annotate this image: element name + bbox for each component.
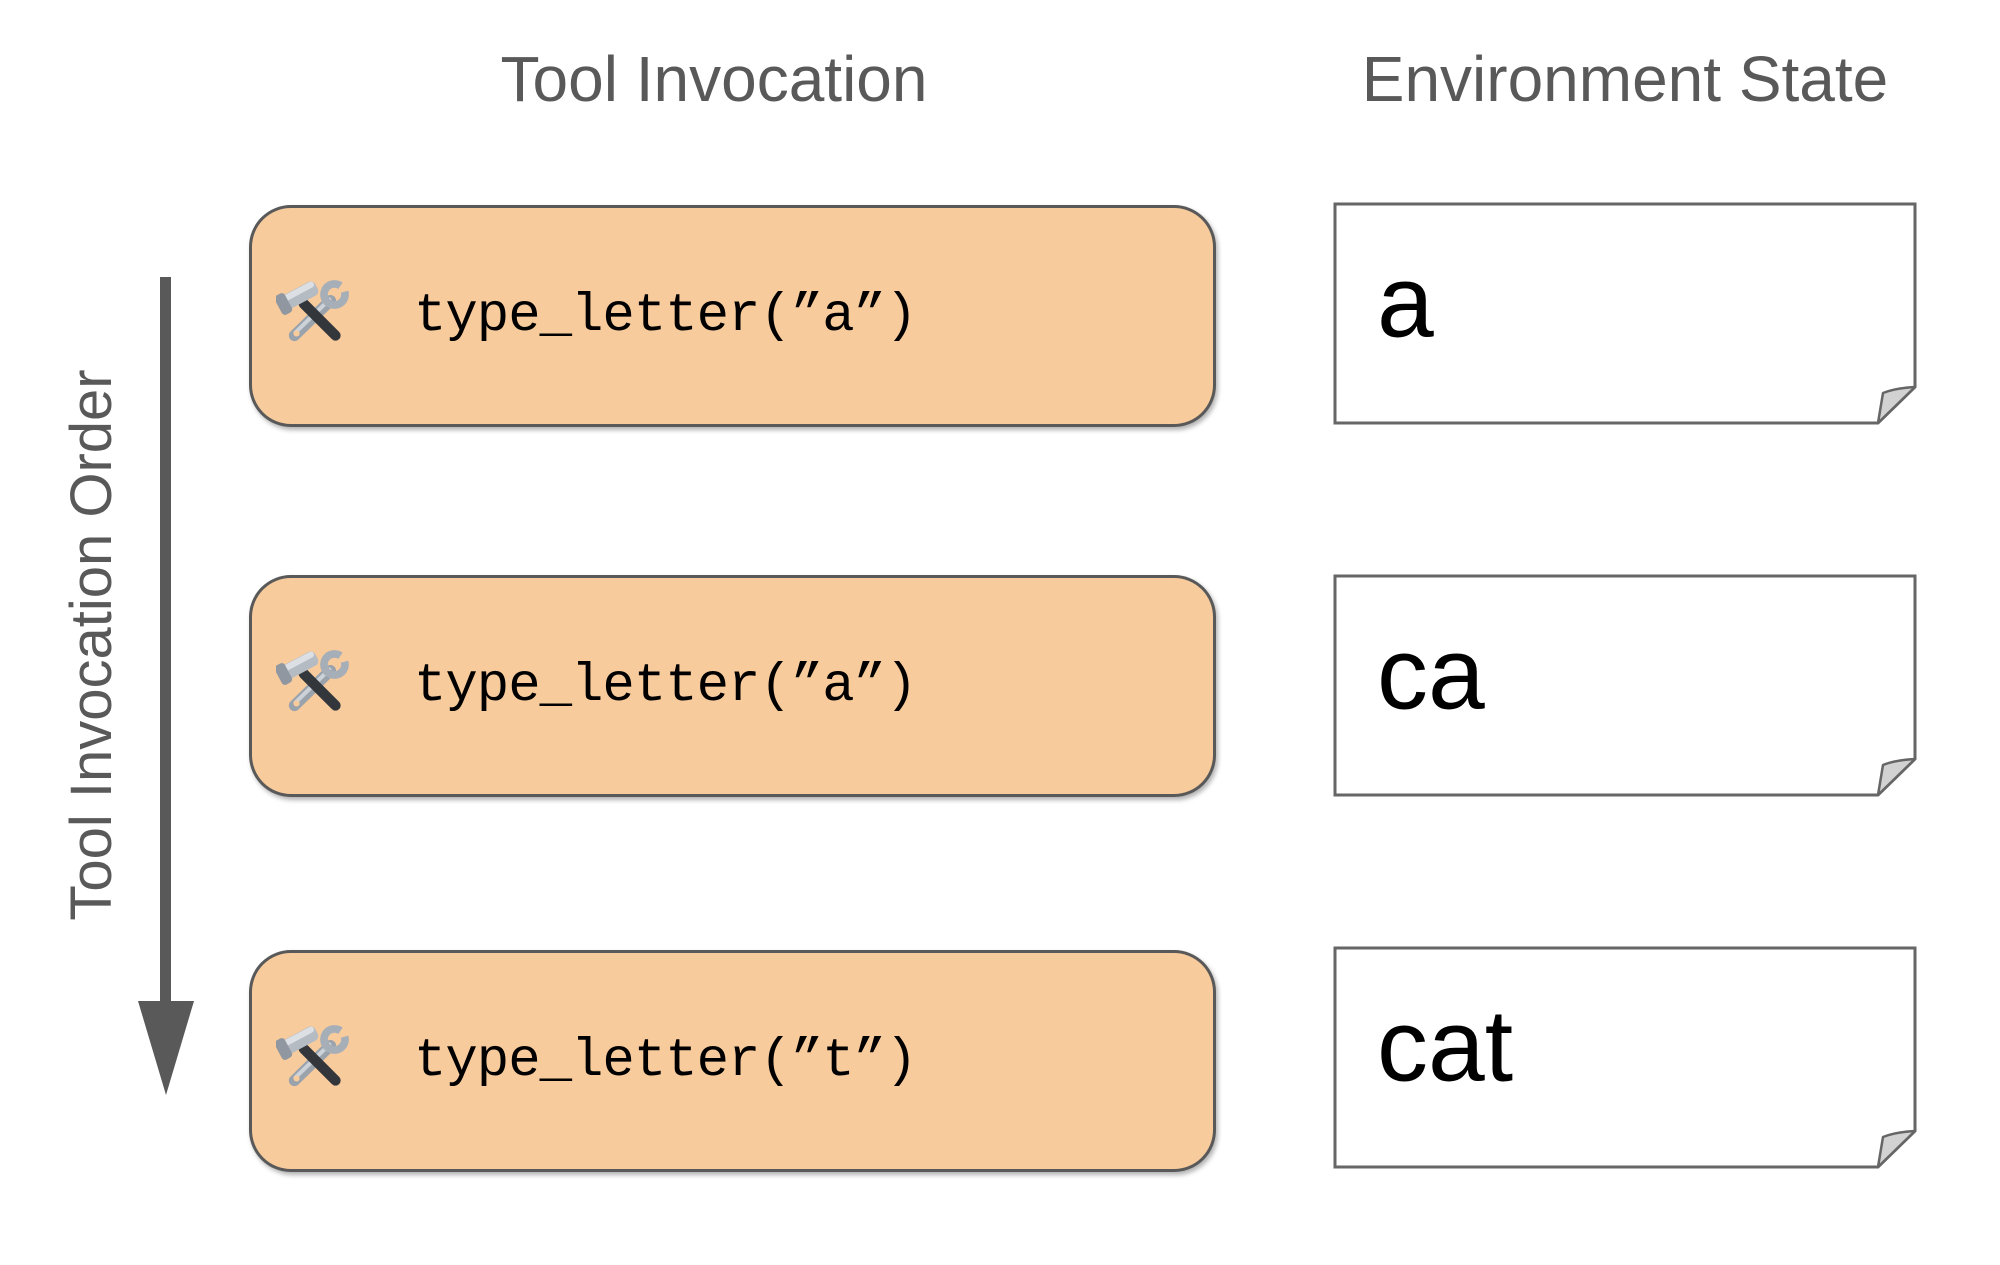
tool-invocation-order-label: Tool Invocation Order: [59, 369, 124, 921]
hammer-and-wrench-icon: [276, 277, 354, 355]
folded-note-shape: [1333, 574, 1917, 797]
tool-call-code: type_letter(”a”): [414, 285, 917, 347]
column-header-tool-invocation: Tool Invocation: [500, 43, 928, 115]
order-axis-label-wrap: Tool Invocation Order: [59, 95, 125, 1195]
tool-invocation-box-1: type_letter(”a”): [249, 205, 1216, 427]
environment-state-text: ca: [1377, 616, 1485, 730]
order-arrow-shaft: [160, 277, 171, 1003]
column-header-environment-state: Environment State: [1361, 43, 1889, 115]
environment-state-text: a: [1377, 244, 1434, 358]
environment-state-text: cat: [1377, 988, 1514, 1102]
tool-call-code: type_letter(”t”): [414, 1030, 917, 1092]
tool-call-code: type_letter(”a”): [414, 655, 917, 717]
environment-state-card-3: cat: [1333, 946, 1917, 1169]
hammer-and-wrench-icon: [276, 1022, 354, 1100]
environment-state-card-2: ca: [1333, 574, 1917, 797]
hammer-and-wrench-icon: [276, 647, 354, 725]
tool-invocation-box-2: type_letter(”a”): [249, 575, 1216, 797]
environment-state-card-1: a: [1333, 202, 1917, 425]
folded-note-shape: [1333, 946, 1917, 1169]
folded-note-shape: [1333, 202, 1917, 425]
tool-invocation-box-3: type_letter(”t”): [249, 950, 1216, 1172]
order-arrow-head-icon: [138, 1001, 194, 1095]
